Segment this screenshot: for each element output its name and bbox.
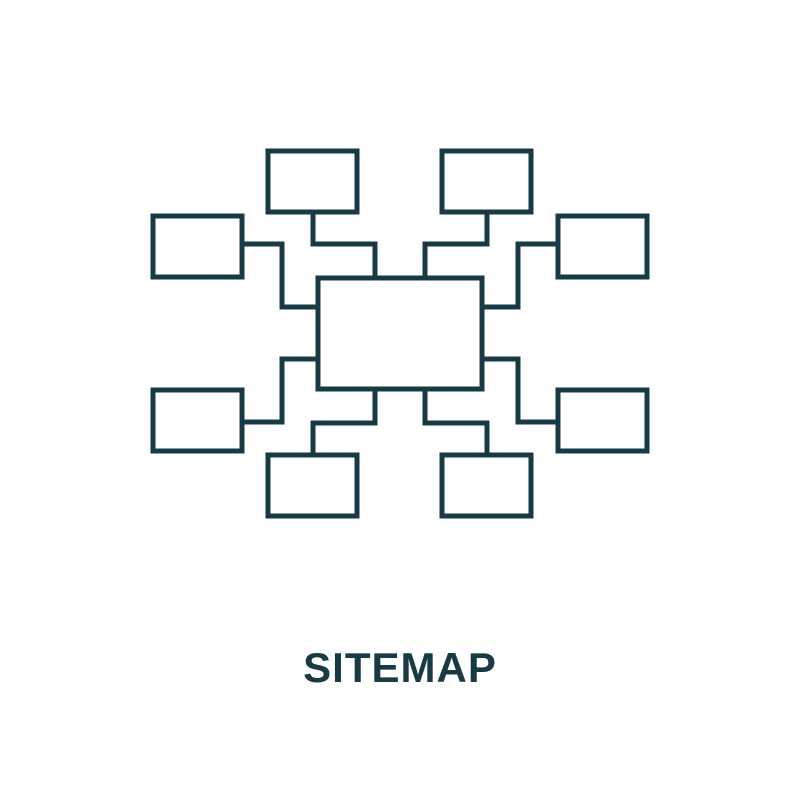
connector-right-upper <box>482 241 558 310</box>
node-right-lower-box <box>555 387 650 454</box>
connector-top-right <box>422 212 490 278</box>
node-left-upper-box <box>150 213 245 280</box>
node-right-upper-box <box>555 213 650 280</box>
connector-left-lower <box>242 356 318 425</box>
connector-top-left <box>310 212 378 278</box>
node-top-right-box <box>439 148 534 215</box>
node-left-lower-box <box>150 387 245 454</box>
connector-right-lower <box>482 356 558 425</box>
node-bottom-right-box <box>439 452 534 519</box>
icon-caption: SITEMAP <box>303 644 497 691</box>
connector-left-upper <box>242 241 318 310</box>
connector-bottom-right <box>422 389 490 455</box>
node-top-left-box <box>265 148 360 215</box>
connector-bottom-left <box>310 389 378 455</box>
node-bottom-left-box <box>265 452 360 519</box>
center-node-box <box>315 275 485 392</box>
